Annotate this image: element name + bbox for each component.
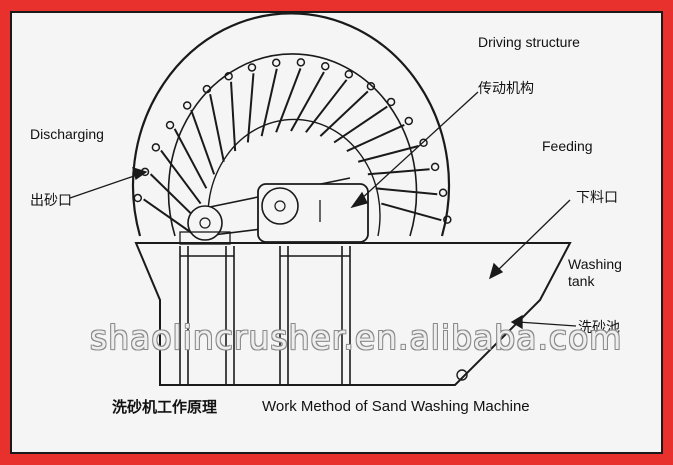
wheel-blades	[143, 67, 442, 237]
washing-tank	[134, 242, 572, 386]
wheel-blade	[246, 73, 255, 143]
feeding-cn-label: 下料口	[576, 190, 618, 206]
drain-plug	[456, 369, 468, 381]
rim-bucket	[296, 58, 306, 67]
washing-tank-cn-label: 洗砂池	[578, 320, 620, 336]
rim-bucket	[438, 188, 448, 197]
wheel-blade	[367, 168, 430, 176]
wheel-hub-arc	[207, 118, 381, 237]
caption-en: Work Method of Sand Washing Machine	[262, 398, 530, 415]
wheel-inner-rim	[167, 53, 418, 237]
wheel-blade	[230, 81, 237, 152]
discharging-cn-label: 出砂口	[30, 193, 72, 209]
wheel-blade	[346, 124, 405, 152]
rim-bucket	[344, 69, 354, 79]
wheel-blade	[305, 79, 348, 133]
rim-bucket	[404, 116, 414, 126]
caption-cn: 洗砂机工作原理	[112, 398, 218, 416]
rim-bucket	[419, 138, 428, 148]
feeding-label: Feeding	[542, 138, 593, 154]
driving-structure-label: Driving structure	[478, 34, 580, 50]
rim-bucket	[182, 101, 192, 110]
wheel-blade	[209, 93, 225, 162]
rim-bucket	[366, 81, 376, 91]
rim-bucket	[443, 215, 452, 224]
wheel-outer-rim	[131, 12, 451, 237]
wheel-blade	[143, 198, 197, 237]
rim-bucket	[165, 120, 175, 130]
rim-bucket	[247, 63, 257, 72]
wheel-blade	[149, 173, 198, 221]
rim-buckets	[133, 58, 452, 224]
motor-pulley	[187, 205, 223, 241]
wheel-blade	[357, 145, 419, 163]
wheel-blade	[333, 105, 388, 144]
rim-bucket	[151, 143, 161, 152]
leader-arrows	[69, 91, 577, 330]
wheel-blade	[290, 71, 325, 132]
rim-bucket	[386, 97, 396, 107]
wheel-blade	[275, 67, 302, 133]
rim-bucket	[271, 58, 281, 68]
rim-bucket	[202, 84, 212, 94]
drive-pulley	[261, 187, 299, 225]
discharging-label: Discharging	[30, 126, 104, 142]
rim-bucket	[321, 61, 330, 71]
rim-bucket	[430, 162, 440, 172]
washing-tank-label: Washing	[568, 256, 622, 272]
wheel-blade	[190, 109, 216, 175]
wheel-blade	[173, 128, 208, 189]
rim-bucket	[133, 193, 143, 203]
rim-bucket	[224, 72, 233, 81]
watermark: shaolincrusher.en.alibaba.com	[90, 318, 623, 357]
support-frame	[179, 246, 351, 385]
wheel-blade	[260, 68, 278, 137]
wheel-blade	[381, 202, 442, 222]
wheel-blade	[319, 90, 369, 137]
driving-structure-cn-label: 传动机构	[478, 81, 534, 97]
washing-tank-label-2: tank	[568, 273, 595, 289]
wheel-blade	[375, 187, 438, 196]
wheel-blade	[160, 149, 202, 205]
